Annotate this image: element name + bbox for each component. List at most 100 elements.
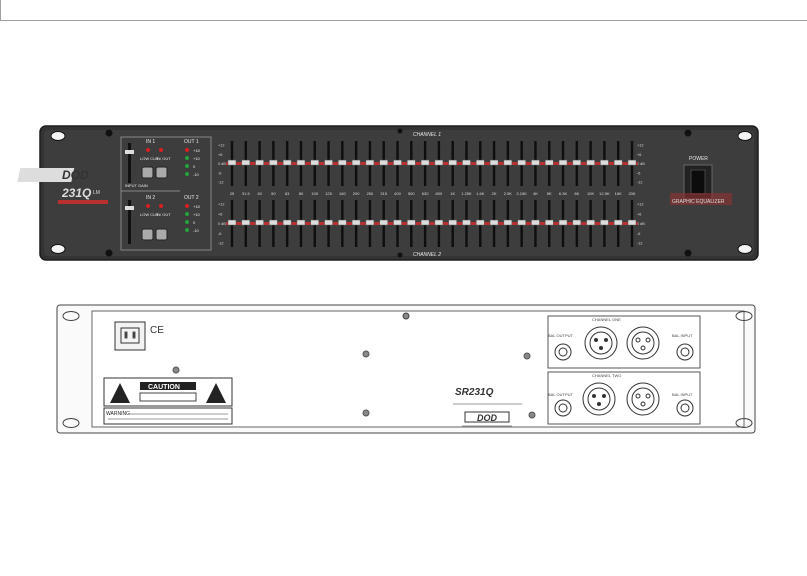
channel1-fader-knob[interactable] (531, 159, 540, 166)
channel1-fader-knob[interactable] (241, 159, 251, 166)
frequency-label: 3.15K (516, 191, 527, 196)
in-out-button-1[interactable] (155, 166, 168, 179)
channel1-fader-knob[interactable] (586, 159, 595, 166)
channel2-fader-knob[interactable] (310, 219, 320, 226)
channel1-fader-knob[interactable] (269, 159, 278, 166)
channel1-fader-knob[interactable] (434, 159, 444, 166)
led-red (185, 204, 189, 208)
channel2-fader-knob[interactable] (351, 219, 361, 226)
channel2-fader-knob[interactable] (572, 219, 582, 226)
channel2-fader-knob[interactable] (255, 219, 264, 226)
db-scale-label: -6 (218, 232, 221, 236)
channel-one-connector-box (547, 315, 701, 369)
channel2-fader-knob[interactable] (269, 219, 278, 226)
channel1-fader-knob[interactable] (627, 159, 637, 166)
channel2-fader-knob[interactable] (476, 219, 485, 226)
channel2-fader-knob[interactable] (586, 219, 595, 226)
channel1-fader-knob[interactable] (310, 159, 320, 166)
channel1-fader-knob[interactable] (503, 159, 513, 166)
bal-input-label-2: BAL INPUT (672, 392, 693, 397)
frequency-label: 1K (450, 191, 455, 196)
low-cut-label-1: LOW CUT (140, 156, 159, 161)
channel2-fader-knob[interactable] (434, 219, 444, 226)
channel1-fader-knob[interactable] (282, 159, 292, 166)
quarter-inch-input-jack[interactable] (676, 399, 694, 417)
channel1-fader-knob[interactable] (572, 159, 582, 166)
xlr-output-2[interactable] (582, 382, 616, 416)
product-name-text: GRAPHIC EQUALIZER (672, 199, 725, 205)
channel1-fader-knob[interactable] (296, 159, 306, 166)
channel2-fader-knob[interactable] (613, 219, 623, 226)
channel2-fader-knob[interactable] (544, 219, 554, 226)
quarter-inch-output-jack[interactable] (554, 343, 572, 361)
jack-inner (558, 403, 568, 413)
input-gain-slider-1[interactable] (125, 150, 134, 154)
channel1-fader-knob[interactable] (448, 159, 457, 166)
channel1-fader-knob[interactable] (365, 159, 375, 166)
channel1-fader-knob[interactable] (407, 159, 416, 166)
channel1-fader-knob[interactable] (613, 159, 623, 166)
channel2-fader-knob[interactable] (600, 219, 609, 226)
channel2-fader-knob[interactable] (489, 219, 499, 226)
power-switch[interactable] (690, 169, 706, 195)
channel1-fader-knob[interactable] (476, 159, 485, 166)
channel1-fader-knob[interactable] (338, 159, 347, 166)
xlr-pin (604, 338, 608, 342)
channel2-fader-knob[interactable] (393, 219, 402, 226)
ac-power-inlet[interactable] (114, 321, 146, 351)
db-scale-label: -12 (218, 242, 224, 246)
channel2-fader-knob[interactable] (324, 219, 333, 226)
db-scale-label: -6 (218, 171, 221, 175)
channel2-fader-knob[interactable] (241, 219, 251, 226)
channel2-fader-knob[interactable] (531, 219, 540, 226)
led-green (185, 172, 189, 176)
channel1-fader-knob[interactable] (462, 159, 471, 166)
channel2-fader-knob[interactable] (420, 219, 430, 226)
channel2-fader-knob[interactable] (627, 219, 637, 226)
channel1-fader-knob[interactable] (517, 159, 526, 166)
low-cut-button-1[interactable] (141, 166, 154, 179)
channel2-fader-knob[interactable] (338, 219, 347, 226)
led-red (185, 148, 189, 152)
in-out-button-2[interactable] (155, 228, 168, 241)
channel1-fader-knob[interactable] (558, 159, 568, 166)
channel2-fader-knob[interactable] (282, 219, 292, 226)
channel1-fader-knob[interactable] (489, 159, 499, 166)
channel2-fader-knob[interactable] (462, 219, 471, 226)
frequency-label: 16K (615, 191, 622, 196)
channel2-fader-knob[interactable] (517, 219, 526, 226)
channel1-fader-knob[interactable] (600, 159, 609, 166)
channel1-fader-knob[interactable] (379, 159, 388, 166)
xlr-output-1[interactable] (584, 326, 618, 360)
db-scale-label: +6 (218, 153, 222, 157)
channel1-fader-knob[interactable] (351, 159, 361, 166)
jack-inner (558, 347, 568, 357)
xlr-input-2[interactable] (626, 382, 660, 416)
screw-icon (397, 128, 403, 134)
channel1-fader-knob[interactable] (255, 159, 264, 166)
channel2-fader-knob[interactable] (296, 219, 306, 226)
channel2-fader-knob[interactable] (407, 219, 416, 226)
xlr-input-1[interactable] (626, 326, 660, 360)
low-cut-button-2[interactable] (141, 228, 154, 241)
screw-icon (402, 312, 410, 320)
in-out-label-2: IN/ OUT (156, 212, 171, 217)
db-scale-label: 0 dB (637, 162, 645, 166)
input-gain-slider-2[interactable] (125, 206, 134, 210)
channel2-fader-knob[interactable] (365, 219, 375, 226)
frequency-label: 2.5K (504, 191, 513, 196)
screw-icon (523, 352, 531, 360)
channel2-fader-knob[interactable] (448, 219, 457, 226)
channel2-fader-knob[interactable] (558, 219, 568, 226)
screw-icon (362, 409, 370, 417)
channel1-fader-knob[interactable] (393, 159, 402, 166)
channel1-fader-knob[interactable] (544, 159, 554, 166)
channel1-fader-knob[interactable] (420, 159, 430, 166)
channel2-fader-knob[interactable] (227, 219, 237, 226)
channel1-fader-knob[interactable] (324, 159, 333, 166)
channel2-fader-knob[interactable] (379, 219, 388, 226)
channel2-fader-knob[interactable] (503, 219, 513, 226)
quarter-inch-input-jack[interactable] (676, 343, 694, 361)
channel1-fader-knob[interactable] (227, 159, 237, 166)
quarter-inch-output-jack[interactable] (554, 399, 572, 417)
